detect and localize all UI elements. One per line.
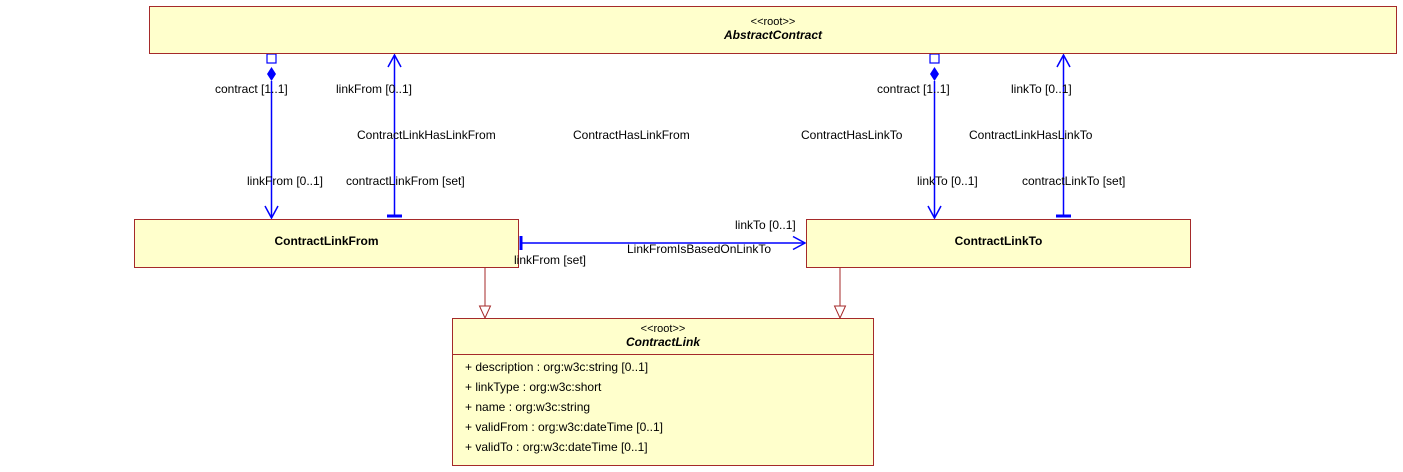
association-name-link-from-is-based-on-link-to: LinkFromIsBasedOnLinkTo — [627, 242, 772, 256]
class-name: ContractLinkTo — [954, 234, 1043, 248]
association-link-from-is-based-on-link-to[interactable] — [519, 235, 807, 251]
association-name-contract-link-has-link-to: ContractLinkHasLinkTo — [969, 128, 1093, 142]
attribute-description: + description : org:w3c:string [0..1] — [465, 360, 649, 374]
association-contract-has-link-to[interactable] — [927, 53, 942, 220]
generalization-triangle — [833, 305, 847, 320]
class-name: ContractLink — [625, 335, 700, 349]
generalization-link-from[interactable] — [478, 268, 492, 320]
composition-diamond — [930, 67, 939, 81]
role-label-link-from-horizontal: linkFrom [set] — [514, 253, 587, 267]
role-label-contract-left: contract [1..1] — [215, 82, 288, 96]
association-contract-link-has-link-from[interactable] — [387, 53, 402, 218]
role-label-link-to-horizontal: linkTo [0..1] — [735, 218, 796, 232]
navigability-arrowhead — [927, 205, 942, 220]
association-name-contract-link-has-link-from: ContractLinkHasLinkFrom — [357, 128, 496, 142]
role-label-link-from-upper: linkFrom [0..1] — [336, 82, 413, 96]
navigability-arrowhead — [1056, 53, 1071, 68]
navigability-arrowhead — [792, 235, 807, 251]
generalization-triangle — [478, 305, 492, 320]
association-contract-has-link-from[interactable] — [264, 53, 279, 220]
attribute-compartment: + description : org:w3c:string [0..1] + … — [453, 354, 873, 457]
class-contract-link-to[interactable]: ContractLinkTo — [806, 219, 1191, 268]
class-contract-link[interactable]: <<root>> ContractLink + description : or… — [452, 318, 874, 466]
class-abstract-contract[interactable]: <<root>> AbstractContract — [149, 6, 1397, 54]
association-anchor-square — [929, 53, 940, 64]
attribute-valid-to: + validTo : org:w3c:dateTime [0..1] — [465, 440, 648, 454]
association-name-contract-has-link-to: ContractHasLinkTo — [801, 128, 903, 142]
role-label-contract-right: contract [1..1] — [877, 82, 950, 96]
attribute-link-type: + linkType : org:w3c:short — [465, 380, 602, 394]
stereotype-label: <<root>> — [640, 323, 686, 335]
attribute-valid-from: + validFrom : org:w3c:dateTime [0..1] — [465, 420, 663, 434]
role-label-contract-link-to: contractLinkTo [set] — [1022, 174, 1126, 188]
stereotype-label: <<root>> — [750, 16, 796, 28]
navigability-arrowhead — [387, 53, 402, 68]
attribute-name: + name : org:w3c:string — [465, 400, 591, 414]
navigability-arrowhead — [264, 205, 279, 220]
role-label-link-to-lower: linkTo [0..1] — [917, 174, 978, 188]
class-name: ContractLinkFrom — [274, 234, 379, 248]
role-label-contract-link-from: contractLinkFrom [set] — [346, 174, 465, 188]
class-name: AbstractContract — [723, 28, 822, 42]
role-label-link-to-upper: linkTo [0..1] — [1011, 82, 1072, 96]
generalization-link-to[interactable] — [833, 268, 847, 320]
association-contract-link-has-link-to[interactable] — [1056, 53, 1071, 218]
composition-diamond — [267, 67, 276, 81]
association-anchor-square — [266, 53, 277, 64]
class-contract-link-from[interactable]: ContractLinkFrom — [134, 219, 519, 268]
association-name-contract-has-link-from: ContractHasLinkFrom — [573, 128, 690, 142]
role-label-link-from-lower: linkFrom [0..1] — [247, 174, 324, 188]
